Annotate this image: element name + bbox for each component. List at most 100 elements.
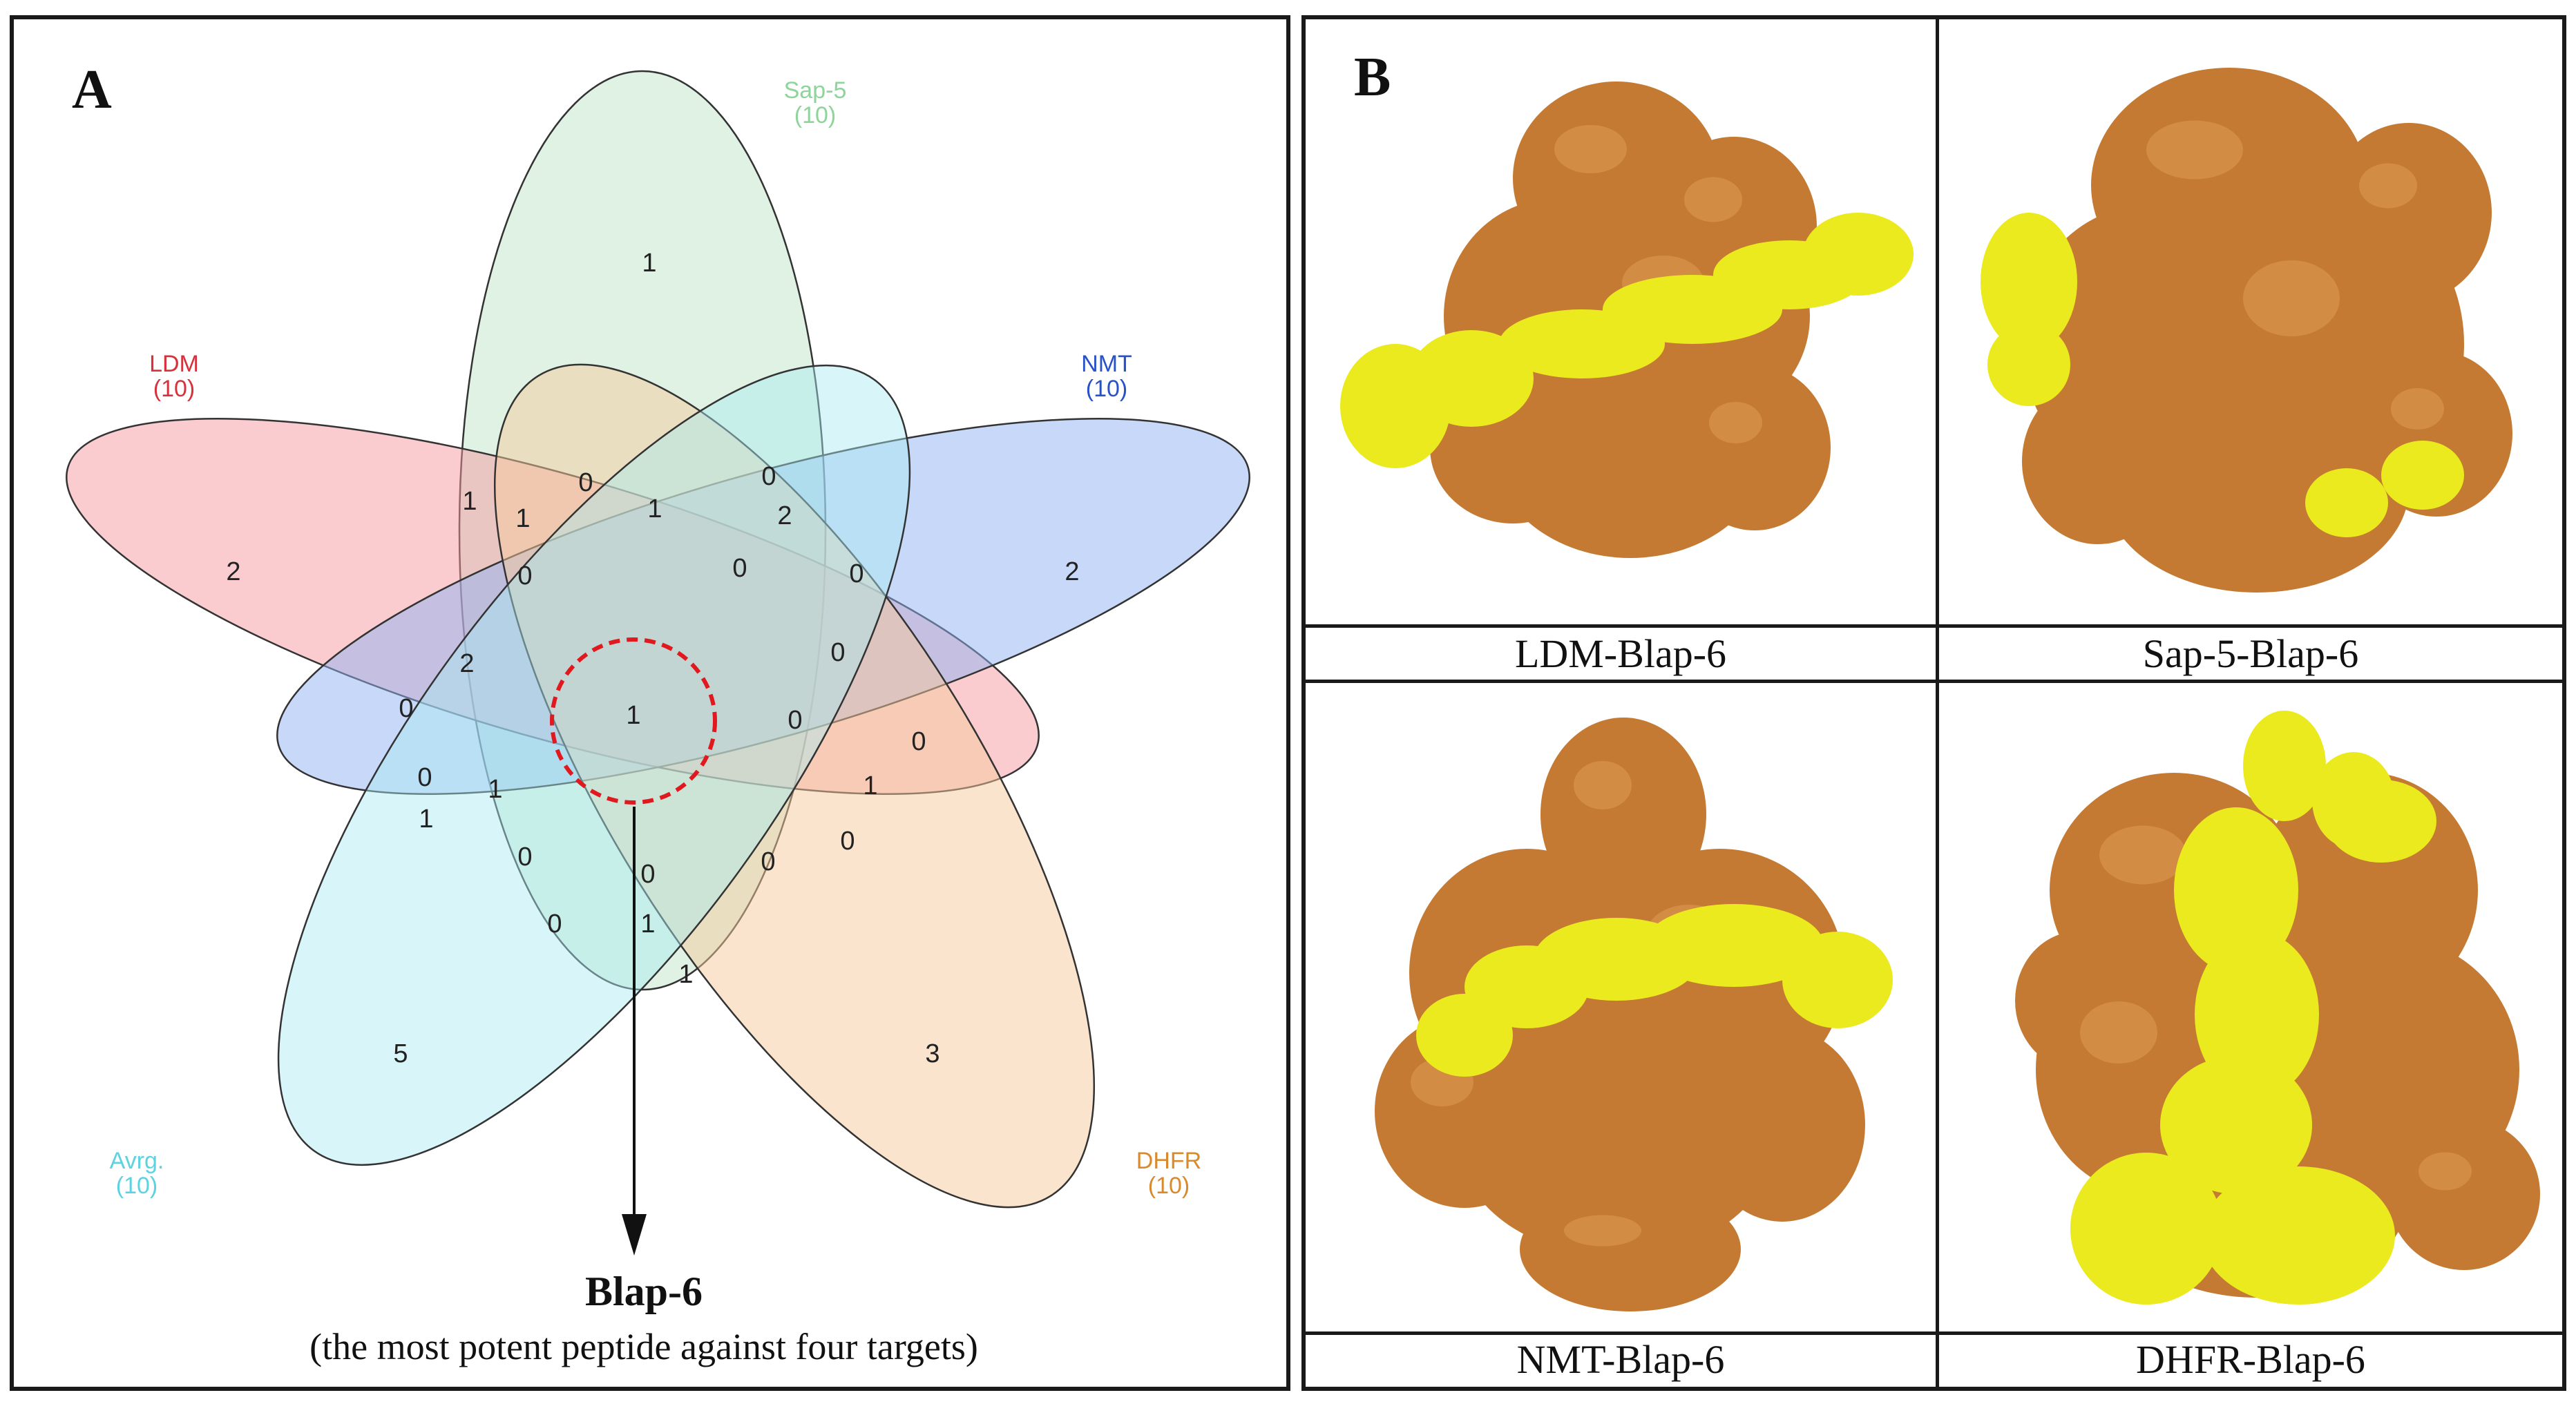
region-count: 0 bbox=[788, 706, 802, 735]
protein-surface-shading bbox=[2391, 388, 2444, 430]
complex-ldm-blap6-surface: B bbox=[1340, 47, 1914, 558]
set-label-dhfr: DHFR (10) bbox=[1136, 1148, 1201, 1199]
complex-label-ldm: LDM-Blap-6 bbox=[1514, 631, 1727, 676]
region-count: 2 bbox=[226, 557, 240, 586]
peptide-surface-lobe bbox=[1409, 330, 1534, 427]
protein-surface-shading bbox=[1709, 402, 1762, 443]
grid-divider-3 bbox=[1306, 1331, 2562, 1335]
peptide-surface-lobe bbox=[1803, 213, 1914, 296]
protein-surface-lobe bbox=[2022, 378, 2174, 544]
peptide-surface-lobe bbox=[1644, 904, 1824, 987]
set-label-avrg: Avrg. (10) bbox=[110, 1148, 164, 1199]
svg-text:(10): (10) bbox=[1086, 376, 1127, 402]
region-count: 1 bbox=[642, 249, 656, 278]
region-count: 0 bbox=[547, 910, 562, 939]
peptide-surface-lobe bbox=[1987, 323, 2070, 406]
region-count: 1 bbox=[488, 775, 502, 804]
region-count: 0 bbox=[417, 763, 432, 792]
panel-b-letter: B bbox=[1354, 47, 1391, 108]
protein-surface-shading bbox=[1684, 177, 1742, 222]
svg-text:LDM: LDM bbox=[149, 351, 199, 377]
venn-panel: A Sap-5 (10) LDM (10) NMT (10) DHFR (10)… bbox=[10, 15, 1290, 1391]
protein-surface-shading bbox=[2359, 163, 2417, 209]
peptide-surface-lobe bbox=[2243, 711, 2326, 821]
region-count: 1 bbox=[462, 487, 477, 516]
peptide-surface-lobe bbox=[2160, 1056, 2312, 1194]
protein-surface-lobe bbox=[2105, 385, 2409, 593]
svg-text:(10): (10) bbox=[1148, 1173, 1190, 1199]
arrow-head bbox=[622, 1214, 647, 1256]
peptide-surface-lobe bbox=[2381, 441, 2464, 510]
region-count: 1 bbox=[863, 771, 877, 800]
region-count: 1 bbox=[640, 910, 655, 939]
svg-text:Sap-5: Sap-5 bbox=[784, 77, 847, 104]
region-count: 1 bbox=[419, 805, 433, 834]
peptide-surface-lobe bbox=[1416, 994, 1513, 1077]
peptide-surface-lobe bbox=[2070, 1153, 2222, 1305]
region-count: 0 bbox=[840, 827, 855, 856]
protein-surface-shading bbox=[2099, 825, 2186, 885]
protein-surface-shading bbox=[1554, 125, 1627, 173]
complex-label-dhfr: DHFR-Blap-6 bbox=[2136, 1337, 2365, 1382]
region-count: 1 bbox=[647, 494, 662, 523]
region-count: 0 bbox=[761, 847, 775, 876]
region-count: 0 bbox=[911, 727, 926, 756]
peptide-surface-lobe bbox=[1782, 932, 1893, 1028]
core-highlight-circle bbox=[550, 637, 717, 805]
highlight-peptide-description: (the most potent peptide against four ta… bbox=[309, 1326, 978, 1367]
docking-panel: B LDM-Blap-6 Sap-5-Blap-6 NMT-Blap-6 DHF… bbox=[1301, 15, 2566, 1391]
region-count: 0 bbox=[640, 860, 655, 889]
region-count: 0 bbox=[517, 843, 532, 872]
protein-surface-shading bbox=[1564, 1215, 1641, 1247]
peptide-surface-lobe bbox=[2195, 932, 2319, 1097]
set-label-sap5: Sap-5 (10) bbox=[784, 77, 847, 128]
svg-text:NMT: NMT bbox=[1081, 351, 1132, 377]
region-count: 1 bbox=[626, 701, 640, 730]
protein-surface-shading bbox=[1574, 761, 1632, 809]
highlight-peptide-name: Blap-6 bbox=[585, 1269, 703, 1314]
peptide-surface-lobe bbox=[2174, 807, 2298, 973]
peptide-surface-lobe bbox=[2305, 468, 2388, 537]
protein-surface-lobe bbox=[1520, 1187, 1741, 1311]
panel-a-letter: A bbox=[72, 59, 112, 120]
venn-diagram: A Sap-5 (10) LDM (10) NMT (10) DHFR (10)… bbox=[66, 59, 1250, 1367]
protein-surface-lobe bbox=[2388, 1118, 2540, 1270]
complex-label-nmt: NMT-Blap-6 bbox=[1516, 1337, 1725, 1382]
protein-surface-lobe bbox=[1375, 1014, 1554, 1208]
svg-text:(10): (10) bbox=[794, 102, 836, 128]
region-count: 3 bbox=[925, 1039, 939, 1068]
grid-divider-1 bbox=[1306, 624, 2562, 628]
grid-divider-2 bbox=[1306, 680, 2562, 683]
protein-surface-lobe bbox=[2326, 123, 2492, 302]
protein-surface-shading bbox=[2418, 1152, 2472, 1191]
region-count: 2 bbox=[1065, 557, 1079, 586]
region-count: 0 bbox=[517, 561, 532, 590]
complex-label-sap5: Sap-5-Blap-6 bbox=[2142, 631, 2359, 676]
region-count: 0 bbox=[732, 554, 747, 583]
region-count: 1 bbox=[515, 504, 530, 533]
grid-divider-vertical bbox=[1936, 19, 1939, 1387]
complex-sap5-blap6-surface bbox=[1981, 68, 2512, 593]
region-count: 0 bbox=[399, 694, 413, 723]
region-count: 0 bbox=[830, 638, 845, 667]
complex-dhfr-blap6-surface bbox=[2015, 711, 2540, 1305]
set-label-nmt: NMT (10) bbox=[1081, 351, 1132, 402]
protein-surface-shading bbox=[2243, 260, 2340, 336]
svg-text:(10): (10) bbox=[116, 1173, 158, 1199]
region-count: 0 bbox=[761, 462, 776, 491]
peptide-surface-lobe bbox=[2326, 780, 2436, 863]
region-count: 0 bbox=[578, 468, 593, 497]
svg-text:DHFR: DHFR bbox=[1136, 1148, 1201, 1174]
svg-text:Avrg.: Avrg. bbox=[110, 1148, 164, 1174]
protein-surface-lobe bbox=[1679, 365, 1831, 530]
protein-surface-lobe bbox=[1699, 1028, 1865, 1222]
region-count: 2 bbox=[459, 649, 474, 678]
peptide-surface-lobe bbox=[1981, 213, 2077, 351]
protein-surface-shading bbox=[2080, 1001, 2157, 1064]
region-count: 0 bbox=[849, 559, 864, 588]
region-count: 5 bbox=[393, 1039, 408, 1068]
peptide-surface-lobe bbox=[2202, 1166, 2395, 1305]
complex-nmt-blap6-surface bbox=[1375, 718, 1893, 1311]
region-count: 1 bbox=[678, 960, 693, 989]
